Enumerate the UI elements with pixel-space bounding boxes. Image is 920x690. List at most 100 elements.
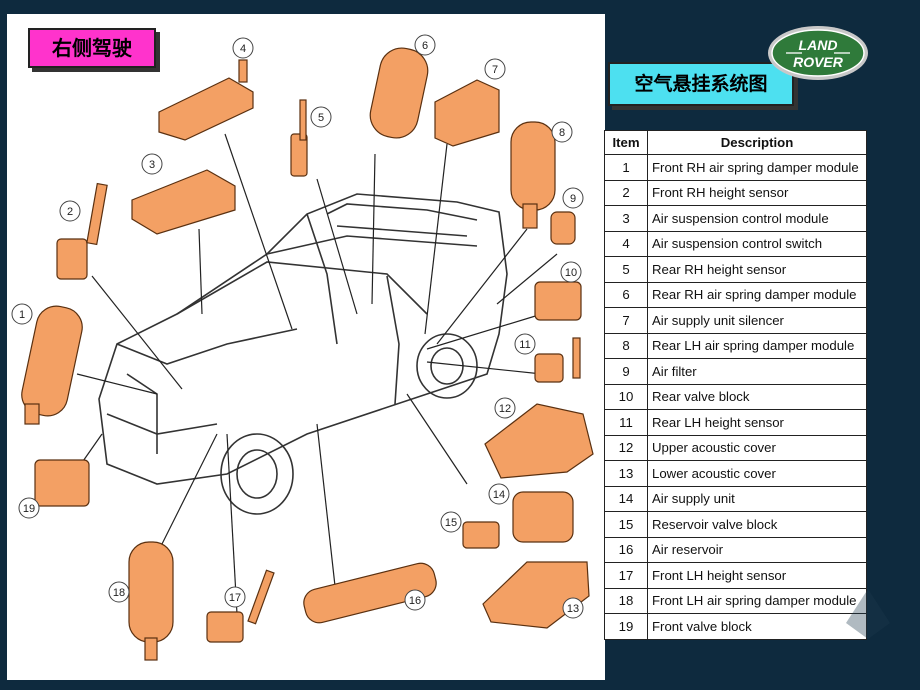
callout-label-10: 10 (565, 267, 577, 279)
callout-label-12: 12 (499, 403, 511, 415)
part-19-front-valve (34, 459, 90, 507)
row-item: 9 (604, 358, 648, 385)
callout-label-4: 4 (240, 43, 246, 55)
part-17-front-lh-sensor (206, 611, 244, 643)
callout-19: 19 (18, 497, 40, 519)
row-item: 19 (604, 613, 648, 640)
callout-label-3: 3 (149, 159, 155, 171)
diagram-panel: 1 2 3 4 5 6 7 8 9 10 11 12 13 14 15 16 1… (7, 14, 605, 680)
row-item: 11 (604, 409, 648, 436)
callout-label-6: 6 (422, 40, 428, 52)
row-description: Air reservoir (647, 536, 867, 563)
row-item: 16 (604, 536, 648, 563)
callout-7: 7 (484, 58, 506, 80)
callout-label-16: 16 (409, 595, 421, 607)
row-item: 4 (604, 230, 648, 257)
part-3-control-module (131, 169, 236, 235)
row-item: 14 (604, 485, 648, 512)
row-description: Rear RH air spring damper module (647, 281, 867, 308)
part-7-silencer (434, 79, 500, 147)
callout-label-2: 2 (67, 206, 73, 218)
land-rover-logo: LAND ROVER (768, 26, 868, 80)
callout-label-8: 8 (559, 127, 565, 139)
callout-11: 11 (514, 333, 536, 355)
row-item: 7 (604, 307, 648, 334)
callout-4: 4 (232, 37, 254, 59)
callout-label-9: 9 (570, 193, 576, 205)
row-item: 13 (604, 460, 648, 487)
callout-label-1: 1 (19, 309, 25, 321)
part-11-rear-lh-sensor (534, 353, 564, 383)
row-description: Rear valve block (647, 383, 867, 410)
part-16-air-reservoir (303, 562, 437, 624)
svg-text:LAND: LAND (799, 37, 838, 53)
row-description: Reservoir valve block (647, 511, 867, 538)
row-description: Front LH air spring damper module (647, 587, 867, 614)
part-13-lower-cover (482, 561, 590, 629)
part-14-air-supply (512, 491, 574, 543)
row-description: Front LH height sensor (647, 562, 867, 589)
callout-16: 16 (404, 589, 426, 611)
row-item: 18 (604, 587, 648, 614)
header-item: Item (604, 130, 648, 155)
callout-label-15: 15 (445, 517, 457, 529)
vehicle-parts (21, 47, 594, 661)
row-description: Air filter (647, 358, 867, 385)
drive-side-tag: 右侧驾驶 (28, 28, 156, 68)
part-8-rear-lh-spring (510, 121, 556, 211)
row-item: 2 (604, 179, 648, 206)
row-item: 6 (604, 281, 648, 308)
part-12-upper-cover (484, 403, 594, 479)
row-description: Air suspension control module (647, 205, 867, 232)
row-item: 12 (604, 434, 648, 461)
callout-label-14: 14 (493, 489, 505, 501)
row-description: Front RH height sensor (647, 179, 867, 206)
row-description: Upper acoustic cover (647, 434, 867, 461)
row-item: 17 (604, 562, 648, 589)
callout-3: 3 (141, 153, 163, 175)
callout-18: 18 (108, 581, 130, 603)
row-item: 5 (604, 256, 648, 283)
row-description: Rear LH air spring damper module (647, 332, 867, 359)
callout-17: 17 (224, 586, 246, 608)
row-description: Front valve block (647, 613, 867, 640)
header-description: Description (647, 130, 867, 155)
callout-label-18: 18 (113, 587, 125, 599)
row-description: Front RH air spring damper module (647, 154, 867, 181)
callout-10: 10 (560, 261, 582, 283)
row-description: Rear RH height sensor (647, 256, 867, 283)
callout-1: 1 (11, 303, 33, 325)
table-header-row: Item Description (604, 130, 867, 155)
part-10-rear-valve-block (534, 281, 582, 321)
vehicle-outline (98, 193, 508, 515)
page-title: 空气悬挂系统图 (608, 62, 794, 106)
row-item: 3 (604, 205, 648, 232)
row-description: Air supply unit (647, 485, 867, 512)
callout-label-19: 19 (23, 503, 35, 515)
callout-8: 8 (551, 121, 573, 143)
callout-13: 13 (562, 597, 584, 619)
callout-label-5: 5 (318, 112, 324, 124)
callout-label-13: 13 (567, 603, 579, 615)
part-15-reservoir-valve (462, 521, 500, 549)
callout-label-11: 11 (519, 339, 530, 351)
part-9-air-filter (550, 211, 576, 245)
callout-9: 9 (562, 187, 584, 209)
part-5-rear-rh-sensor (290, 133, 308, 177)
callout-15: 15 (440, 511, 462, 533)
